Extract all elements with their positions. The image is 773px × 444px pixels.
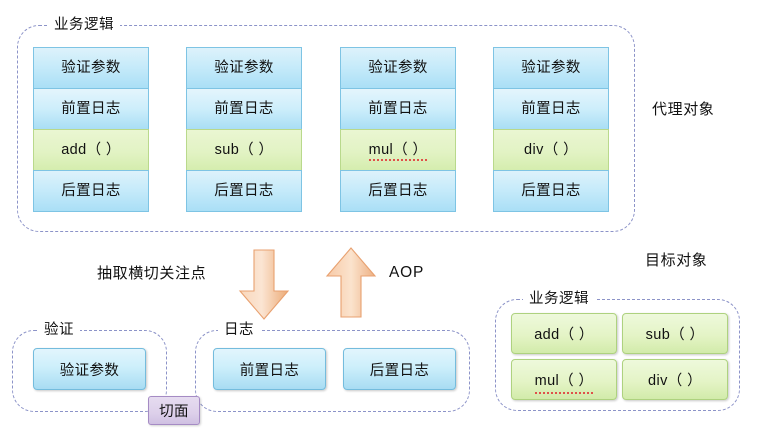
cell-after-log[interactable]: 后置日志: [186, 170, 302, 212]
cell-before-log[interactable]: 前置日志: [186, 88, 302, 130]
cell-after-log[interactable]: 后置日志: [33, 170, 149, 212]
cell-validate-params[interactable]: 验证参数: [33, 47, 149, 89]
aspect-box-validate-params[interactable]: 验证参数: [33, 348, 146, 390]
target-group-label: 业务逻辑: [523, 291, 595, 307]
target-box-mul[interactable]: mul（ ）: [511, 359, 617, 400]
cell-method-sub[interactable]: sub（ ）: [186, 129, 302, 171]
cell-method-mul[interactable]: mul（ ）: [340, 129, 456, 171]
target-box-div[interactable]: div（ ）: [622, 359, 728, 400]
target-box-mul-text: mul（ ）: [534, 373, 594, 389]
cell-before-log[interactable]: 前置日志: [493, 88, 609, 130]
target-box-sub[interactable]: sub（ ）: [622, 313, 728, 354]
cell-before-log[interactable]: 前置日志: [340, 88, 456, 130]
misspelled-word-mul: mul（ ）: [534, 369, 594, 394]
cell-method-mul-text: mul（ ）: [368, 141, 428, 158]
aspect-group-log-container: [195, 330, 470, 412]
aspect-box-before-log[interactable]: 前置日志: [213, 348, 326, 390]
cell-before-log[interactable]: 前置日志: [33, 88, 149, 130]
proxy-group-container: [17, 25, 635, 232]
proxy-column-sub: 验证参数 前置日志 sub（ ） 后置日志: [186, 47, 302, 212]
aspect-group-validate-label: 验证: [38, 322, 80, 338]
cell-validate-params[interactable]: 验证参数: [493, 47, 609, 89]
aspect-box-after-log[interactable]: 后置日志: [343, 348, 456, 390]
aop-label: AOP: [389, 264, 425, 281]
aspect-badge[interactable]: 切面: [148, 396, 200, 425]
proxy-column-mul: 验证参数 前置日志 mul（ ） 后置日志: [340, 47, 456, 212]
proxy-side-label: 代理对象: [652, 101, 715, 118]
proxy-column-add: 验证参数 前置日志 add（ ） 后置日志: [33, 47, 149, 212]
spellcheck-underline-icon: [534, 391, 594, 394]
aspect-group-log-label: 日志: [218, 322, 260, 338]
target-side-label: 目标对象: [645, 252, 708, 269]
cell-after-log[interactable]: 后置日志: [493, 170, 609, 212]
cell-method-add[interactable]: add（ ）: [33, 129, 149, 171]
down-arrow-icon: [238, 249, 290, 321]
target-group-container: [495, 299, 740, 411]
target-box-add[interactable]: add（ ）: [511, 313, 617, 354]
aspect-group-validate-container: [12, 330, 167, 412]
cell-validate-params[interactable]: 验证参数: [340, 47, 456, 89]
cell-method-div[interactable]: div（ ）: [493, 129, 609, 171]
proxy-group-label: 业务逻辑: [48, 17, 120, 33]
up-arrow-icon: [325, 247, 377, 319]
proxy-column-div: 验证参数 前置日志 div（ ） 后置日志: [493, 47, 609, 212]
cell-after-log[interactable]: 后置日志: [340, 170, 456, 212]
misspelled-word-mul: mul（ ）: [368, 141, 428, 162]
cell-validate-params[interactable]: 验证参数: [186, 47, 302, 89]
extract-crosscutting-label: 抽取横切关注点: [97, 265, 207, 282]
spellcheck-underline-icon: [368, 158, 428, 162]
